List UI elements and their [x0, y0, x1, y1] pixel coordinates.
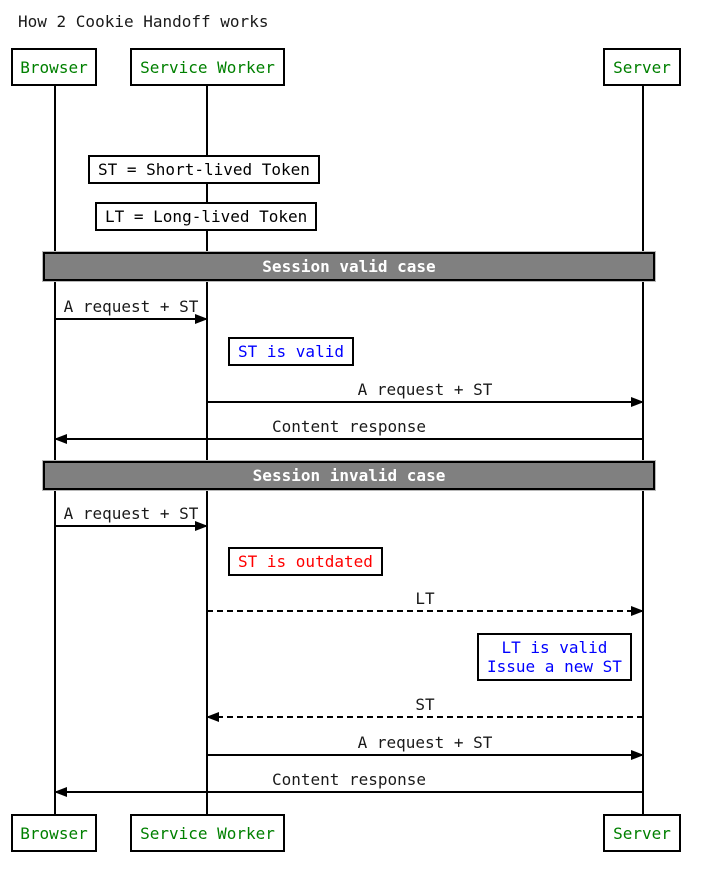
message-label: A request + ST	[357, 733, 493, 752]
arrowhead-right-icon	[631, 397, 644, 407]
participant-label: Browser	[20, 57, 88, 77]
participant-server-top: Server	[603, 48, 681, 86]
participant-label: Service Worker	[140, 57, 275, 77]
message-content-response-2: Content response	[54, 770, 643, 797]
participant-label: Server	[613, 57, 671, 77]
arrow-line	[207, 750, 644, 760]
divider-label: Session valid case	[262, 257, 436, 276]
note-st-definition: ST = Short-lived Token	[88, 155, 320, 184]
arrow-line-dashed	[207, 606, 644, 616]
arrow-line	[54, 787, 643, 797]
participant-browser-bottom: Browser	[11, 814, 97, 852]
divider-session-invalid: Session invalid case	[43, 461, 655, 490]
lifeline-service-worker	[206, 86, 208, 814]
arrowhead-left-icon	[54, 787, 67, 797]
arrowhead-left-icon	[206, 712, 219, 722]
participant-browser-top: Browser	[11, 48, 97, 86]
message-lt: LT	[207, 589, 644, 616]
note-line-1: LT is valid	[501, 638, 608, 657]
arrowhead-right-icon	[631, 750, 644, 760]
participant-server-bottom: Server	[603, 814, 681, 852]
message-label: ST	[415, 695, 435, 714]
lifeline-server	[642, 86, 644, 814]
lifeline-browser	[54, 86, 56, 814]
message-label: A request + ST	[357, 380, 493, 399]
message-request-st-4: A request + ST	[207, 733, 644, 760]
message-label: Content response	[271, 417, 427, 436]
divider-session-valid: Session valid case	[43, 252, 655, 281]
divider-label: Session invalid case	[252, 466, 446, 485]
participant-label: Service Worker	[140, 823, 275, 843]
note-line-2: Issue a new ST	[487, 657, 622, 676]
participant-label: Browser	[20, 823, 88, 843]
message-request-st-1: A request + ST	[55, 297, 208, 324]
message-st: ST	[206, 695, 643, 722]
arrowhead-left-icon	[54, 434, 67, 444]
arrow-line	[54, 434, 643, 444]
message-label: A request + ST	[63, 504, 199, 523]
arrowhead-right-icon	[631, 606, 644, 616]
message-label: LT	[415, 589, 435, 608]
arrowhead-right-icon	[195, 314, 208, 324]
arrow-line	[55, 521, 208, 531]
diagram-title: How 2 Cookie Handoff works	[18, 12, 269, 31]
note-st-valid: ST is valid	[228, 337, 354, 366]
note-lt-valid: LT is valid Issue a new ST	[477, 633, 632, 681]
participant-label: Server	[613, 823, 671, 843]
arrow-line	[207, 397, 644, 407]
participant-service-worker-bottom: Service Worker	[130, 814, 285, 852]
arrowhead-right-icon	[195, 521, 208, 531]
note-lt-definition: LT = Long-lived Token	[95, 202, 318, 231]
message-label: A request + ST	[63, 297, 199, 316]
message-label: Content response	[271, 770, 427, 789]
arrow-line	[55, 314, 208, 324]
message-content-response-1: Content response	[54, 417, 643, 444]
message-request-st-2: A request + ST	[207, 380, 644, 407]
note-st-outdated: ST is outdated	[228, 547, 383, 576]
message-request-st-3: A request + ST	[55, 504, 208, 531]
arrow-line-dashed	[206, 712, 643, 722]
participant-service-worker-top: Service Worker	[130, 48, 285, 86]
